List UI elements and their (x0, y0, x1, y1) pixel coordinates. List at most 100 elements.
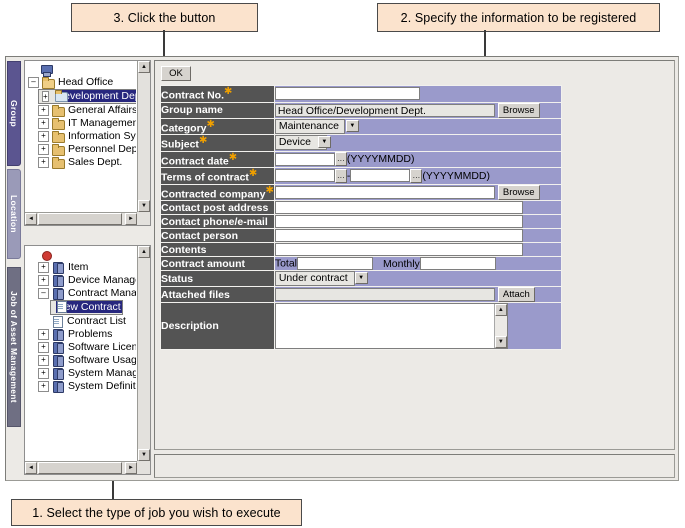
contract-amount-total-input[interactable] (297, 257, 374, 270)
tree-item-software-license[interactable]: + Software License (38, 341, 136, 354)
module-icon (51, 368, 65, 380)
form-label-contact-post-address: Contact post address (160, 200, 275, 215)
contract-date-input[interactable] (274, 152, 335, 166)
contract-date-picker-button[interactable]: … (334, 152, 347, 167)
tree-item-contract-list[interactable]: Contract List (50, 315, 136, 328)
scrollbar-thumb[interactable] (38, 213, 122, 225)
contact-person-input[interactable] (274, 229, 523, 242)
tree-item-sales-dept[interactable]: + Sales Dept. (38, 156, 136, 169)
chevron-down-icon[interactable]: ▼ (317, 136, 331, 149)
tree-item-general-affairs-dept[interactable]: + General Affairs Dep (38, 104, 136, 117)
expand-plus-icon[interactable]: + (38, 368, 49, 379)
group-tree-vertical-scrollbar[interactable]: ▲ ▼ (137, 61, 150, 212)
chevron-down-icon[interactable]: ▼ (345, 119, 359, 132)
form-row-contact-person: Contact person (160, 228, 563, 243)
subject-select[interactable]: Device ▼ (274, 135, 331, 151)
category-selected-value: Maintenance (278, 119, 339, 132)
category-select[interactable]: Maintenance ▼ (274, 118, 359, 134)
tree-item-item[interactable]: + Item (38, 261, 136, 274)
sidebar-tab-job-of-asset-management[interactable]: Job of Asset Management (7, 267, 21, 427)
tree-item-software-usage-management[interactable]: + Software Usage Manag (38, 354, 136, 367)
contracted-company-browse-button[interactable]: Browse (497, 184, 540, 200)
scroll-left-icon[interactable]: ◄ (25, 213, 37, 225)
terms-from-input[interactable] (274, 169, 335, 183)
contact-phone-email-input[interactable] (274, 215, 523, 228)
terms-to-input[interactable] (350, 169, 411, 183)
form-label-contract-no: Contract No.✱ (160, 85, 275, 103)
scroll-down-icon[interactable]: ▼ (138, 200, 150, 212)
expand-plus-icon[interactable]: + (38, 157, 49, 168)
label-text: Contact post address (161, 201, 269, 214)
expand-plus-icon[interactable]: + (38, 131, 49, 142)
attach-button[interactable]: Attach (497, 287, 535, 302)
expand-plus-icon[interactable]: + (38, 275, 49, 286)
description-scrollbar[interactable]: ▲ ▼ (493, 304, 507, 348)
tree-item-contract-management[interactable]: – Contract Management (38, 287, 136, 300)
scroll-right-icon[interactable]: ► (125, 213, 137, 225)
tree-item-problems[interactable]: + Problems (38, 328, 136, 341)
group-tree-horizontal-scrollbar[interactable]: ◄ ► (25, 212, 137, 225)
label-text: Contract amount (161, 257, 245, 270)
expand-plus-icon[interactable]: + (38, 144, 49, 155)
form-row-subject: Subject✱ Device ▼ (160, 134, 563, 152)
expand-plus-icon[interactable]: + (38, 342, 49, 353)
chevron-down-icon[interactable]: ▼ (354, 272, 368, 285)
tree-item-development-dept[interactable]: + Development Dept. (38, 89, 136, 104)
expand-plus-icon[interactable]: + (38, 262, 49, 273)
tree-item-head-office[interactable]: – Head Office (28, 76, 136, 89)
tree-item-new-contract[interactable]: New Contract (50, 300, 123, 315)
job-tree-horizontal-scrollbar[interactable]: ◄ ► (25, 461, 137, 474)
scroll-up-icon[interactable]: ▲ (494, 304, 507, 316)
scroll-right-icon[interactable]: ► (125, 462, 137, 474)
contents-input[interactable] (274, 243, 523, 256)
group-name-input[interactable]: Head Office/Development Dept. (274, 103, 495, 117)
terms-from-picker-button[interactable]: … (334, 168, 347, 183)
ok-button[interactable]: OK (161, 66, 191, 81)
tree-item-personnel-dept[interactable]: + Personnel Dept. (38, 143, 136, 156)
expand-plus-icon[interactable]: + (38, 329, 49, 340)
sidebar-tab-group[interactable]: Group (7, 61, 21, 166)
tree-root-icon-row (28, 64, 136, 77)
tree-item-it-management-dept[interactable]: + IT Management Dep (38, 117, 136, 130)
scroll-left-icon[interactable]: ◄ (25, 462, 37, 474)
expand-plus-icon[interactable]: + (42, 91, 49, 102)
collapse-minus-icon[interactable]: – (38, 288, 49, 299)
job-tree-vertical-scrollbar[interactable]: ▲ ▼ (137, 246, 150, 461)
tree-item-label: New Contract (56, 301, 122, 313)
tree-item-device-management[interactable]: + Device Management (38, 274, 136, 287)
scroll-down-icon[interactable]: ▼ (138, 449, 150, 461)
job-tree[interactable]: + Item + Device Management – Contract Ma… (25, 246, 136, 460)
tree-item-label: Item (68, 261, 89, 273)
form-value-group-name: Head Office/Development Dept. Browse (273, 101, 563, 119)
collapse-minus-icon[interactable]: – (28, 77, 39, 88)
form-value-contact-phone-email (273, 214, 563, 229)
tree-item-label: Problems (68, 328, 113, 340)
tree-item-information-system[interactable]: + Information System (38, 130, 136, 143)
expand-plus-icon[interactable]: + (38, 381, 49, 392)
terms-to-picker-button[interactable]: … (410, 168, 423, 183)
scroll-down-icon[interactable]: ▼ (494, 336, 507, 348)
contract-no-input[interactable] (274, 87, 420, 101)
status-selected-value: Under contract (278, 272, 348, 284)
scrollbar-thumb[interactable] (38, 462, 122, 474)
attached-files-input[interactable] (274, 288, 495, 301)
contact-post-address-input[interactable] (274, 201, 523, 214)
tree-item-system-management[interactable]: + System Management (38, 367, 136, 380)
tree-item-system-definition[interactable]: + System Definition (38, 380, 136, 393)
group-name-browse-button[interactable]: Browse (497, 102, 540, 118)
form-row-description: Description ▲ ▼ (160, 302, 563, 350)
contracted-company-input[interactable] (274, 185, 495, 199)
expand-plus-icon[interactable]: + (38, 355, 49, 366)
contract-amount-monthly-input[interactable] (419, 257, 496, 270)
expand-plus-icon[interactable]: + (38, 118, 49, 129)
group-tree[interactable]: – Head Office + Development Dept. + Gene… (25, 61, 136, 211)
scroll-up-icon[interactable]: ▲ (138, 246, 150, 258)
scroll-up-icon[interactable]: ▲ (138, 61, 150, 73)
description-textarea[interactable]: ▲ ▼ (274, 303, 508, 349)
sidebar-tab-location[interactable]: Location (7, 169, 21, 259)
status-select[interactable]: Under contract ▼ (274, 271, 368, 286)
form-value-attached-files: Attach (273, 286, 563, 303)
expand-plus-icon[interactable]: + (38, 105, 49, 116)
label-text: Terms of contract (161, 171, 249, 184)
